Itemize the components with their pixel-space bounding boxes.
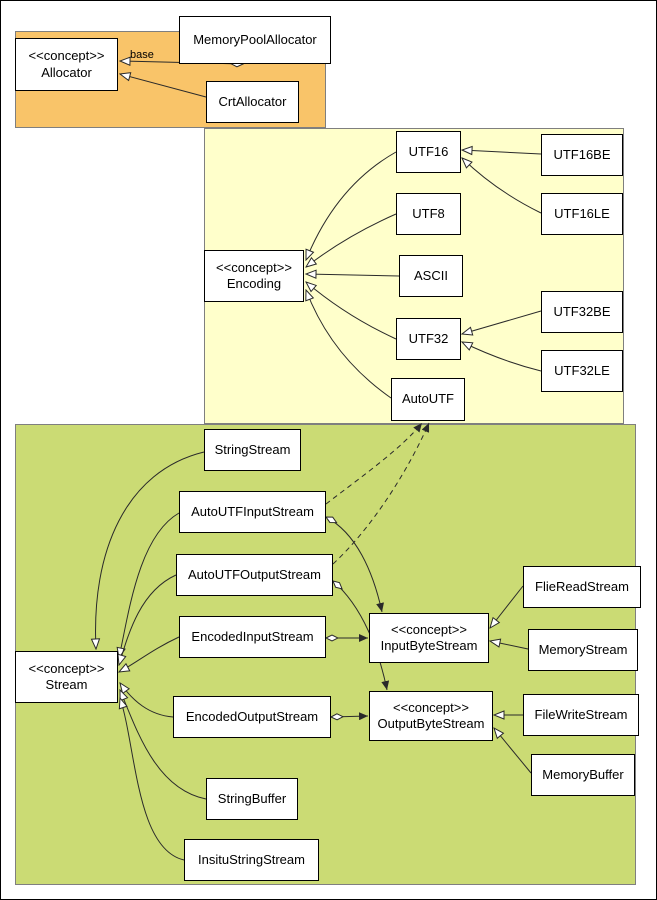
node-crt-allocator: CrtAllocator: [206, 81, 299, 123]
node-encoding-concept: <<concept>> Encoding: [204, 250, 304, 302]
node-stream-concept: <<concept>> Stream: [15, 651, 118, 703]
node-string-buffer: StringBuffer: [206, 778, 298, 820]
node-encoded-input-stream: EncodedInputStream: [179, 616, 326, 658]
node-encoded-output-stream: EncodedOutputStream: [173, 696, 331, 738]
node-memory-buffer: MemoryBuffer: [531, 754, 635, 796]
node-ascii: ASCII: [399, 255, 463, 297]
node-memory-stream: MemoryStream: [528, 629, 638, 671]
node-output-byte-stream-concept: <<concept>> OutputByteStream: [369, 691, 493, 741]
node-allocator-concept: <<concept>> Allocator: [15, 38, 118, 91]
node-utf32be: UTF32BE: [541, 291, 623, 333]
node-insitu-string-stream: InsituStringStream: [184, 839, 319, 881]
node-utf32le: UTF32LE: [541, 350, 623, 392]
node-memory-pool-allocator: MemoryPoolAllocator: [179, 16, 331, 64]
node-utf16be: UTF16BE: [541, 134, 623, 176]
node-string-stream: StringStream: [204, 429, 301, 471]
node-utf8: UTF8: [396, 193, 461, 235]
node-input-byte-stream-concept: <<concept>> InputByteStream: [369, 613, 489, 663]
node-autoutf-input-stream: AutoUTFInputStream: [179, 491, 326, 533]
node-autoutf-output-stream: AutoUTFOutputStream: [176, 554, 333, 596]
edge-label-base: base: [130, 49, 154, 61]
node-utf16: UTF16: [396, 131, 461, 173]
node-flie-read-stream: FlieReadStream: [523, 566, 641, 608]
node-file-write-stream: FileWriteStream: [523, 694, 639, 736]
node-utf16le: UTF16LE: [541, 193, 623, 235]
node-utf32: UTF32: [396, 318, 461, 360]
node-autoutf: AutoUTF: [391, 378, 465, 421]
